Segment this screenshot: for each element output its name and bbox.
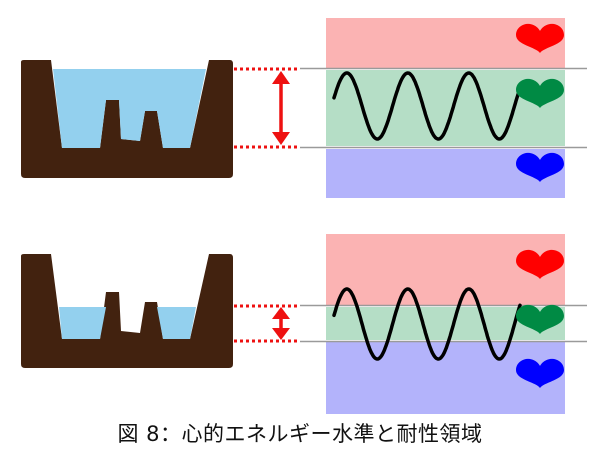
panel-bottom xyxy=(21,234,587,414)
water-bottom xyxy=(59,307,196,339)
water-top xyxy=(53,69,206,148)
range-arrow-bottom xyxy=(272,307,290,340)
energy-wave-top xyxy=(332,71,522,141)
terrain-top xyxy=(21,60,233,178)
terrain-bottom xyxy=(21,254,233,368)
range-arrow-top xyxy=(272,71,290,145)
energy-wave-bottom xyxy=(332,287,522,361)
panel-top xyxy=(21,18,587,198)
figure-caption: 図 8：心的エネルギー水準と耐性領域 xyxy=(117,422,483,446)
